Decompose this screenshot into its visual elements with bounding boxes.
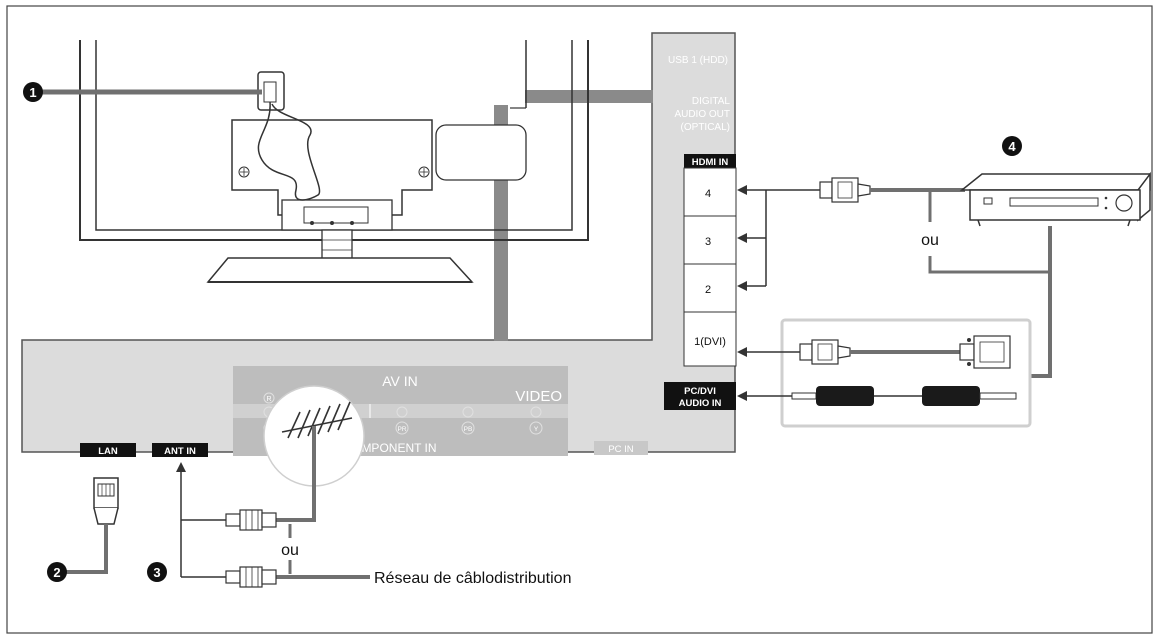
optical-line2: AUDIO OUT bbox=[674, 109, 730, 120]
video-text: VIDEO bbox=[515, 388, 562, 405]
cable-network-label: Réseau de câblodistribution bbox=[374, 570, 571, 587]
ou-label-top: ou bbox=[921, 232, 939, 249]
hdmi-in-text: HDMI IN bbox=[692, 157, 729, 168]
video-device bbox=[959, 171, 1151, 227]
marker-1-text: 1 bbox=[29, 85, 36, 100]
arrow-left-icon bbox=[737, 391, 747, 401]
marker-4-text: 4 bbox=[1008, 139, 1016, 154]
hdmi-port-4 bbox=[683, 167, 737, 217]
jack-icon bbox=[263, 392, 275, 404]
jack-icon bbox=[461, 421, 475, 435]
audio-cable bbox=[791, 386, 1017, 406]
marker-3-text: 3 bbox=[153, 565, 160, 580]
hdmi-connector bbox=[819, 177, 871, 203]
stand-bracket-inner bbox=[303, 206, 369, 224]
coax-connector-bottom bbox=[225, 566, 277, 588]
ou-dash-right-bottom bbox=[928, 256, 1050, 274]
comp-pb-text: PB bbox=[464, 426, 473, 433]
device-knob-icon bbox=[1115, 194, 1133, 212]
pc-in-label-bg bbox=[594, 441, 648, 455]
arrow-left-icon bbox=[737, 185, 747, 195]
screw-icon bbox=[418, 166, 430, 178]
ant-in-label: ANT IN bbox=[164, 446, 196, 457]
device-power-icon bbox=[983, 197, 993, 205]
usb-port-text: USB 1 (HDD) bbox=[668, 55, 728, 66]
stand-base bbox=[206, 257, 474, 283]
ant-in-label-bg bbox=[152, 443, 208, 457]
stand-mount-plate bbox=[231, 119, 433, 216]
optical-line3: (OPTICAL) bbox=[681, 122, 730, 133]
lan-wire bbox=[66, 524, 108, 574]
device-top bbox=[959, 173, 1151, 191]
lan-label-bg bbox=[80, 443, 136, 457]
ou-label-bottom: ou bbox=[281, 542, 299, 559]
hdmi-1-text: 1(DVI) bbox=[694, 336, 726, 348]
power-cord bbox=[257, 101, 321, 201]
jack-icon bbox=[395, 421, 409, 435]
screw-icon bbox=[238, 166, 250, 178]
coax-connector-top bbox=[225, 509, 277, 531]
optical-line1: DIGITAL bbox=[692, 96, 731, 107]
comp-pr-text: PR bbox=[397, 426, 406, 433]
arrow-left-icon bbox=[737, 347, 747, 357]
lan-label: LAN bbox=[98, 446, 118, 457]
pc-in-label: PC IN bbox=[608, 444, 633, 455]
arrow-up-icon bbox=[176, 462, 186, 472]
tv-back-panel bbox=[21, 32, 736, 453]
marker-1 bbox=[23, 82, 43, 102]
pc-dvi-audio-header bbox=[664, 382, 736, 410]
dvi-connector bbox=[959, 335, 1011, 369]
arrow-left-icon bbox=[737, 281, 747, 291]
jack-icon bbox=[462, 406, 474, 418]
av-r-text: R bbox=[266, 396, 271, 403]
hdmi-port-1 bbox=[683, 311, 737, 367]
jack-icon bbox=[530, 406, 542, 418]
hdmi-in-header bbox=[684, 154, 736, 168]
hdmi-port-3 bbox=[683, 215, 737, 265]
pc-dvi-line2: AUDIO IN bbox=[679, 398, 722, 409]
hdmi-port-2 bbox=[683, 263, 737, 313]
dvi-return-wire bbox=[1030, 226, 1052, 378]
av-in-text: AV IN bbox=[382, 373, 418, 389]
lan-plug-icon bbox=[93, 477, 119, 525]
antenna-icon bbox=[281, 401, 353, 439]
marker-2 bbox=[47, 562, 67, 582]
usb-port-label: USB 1 (HDD) bbox=[668, 55, 728, 66]
jack-icon bbox=[396, 406, 408, 418]
marker-3 bbox=[147, 562, 167, 582]
hdmi-connector-dvi bbox=[799, 339, 851, 365]
antenna-wire bbox=[276, 426, 316, 522]
comp-y-text: Y bbox=[534, 426, 539, 433]
jack-icon bbox=[529, 421, 543, 435]
pc-dvi-line1: PC/DVI bbox=[684, 386, 716, 397]
tv-rear-bump bbox=[435, 124, 527, 181]
hdmi-4-text: 4 bbox=[705, 188, 711, 200]
hdmi-3-text: 3 bbox=[705, 236, 711, 248]
hdmi-2-text: 2 bbox=[705, 284, 711, 296]
arrow-left-icon bbox=[737, 233, 747, 243]
marker-4 bbox=[1002, 136, 1022, 156]
optical-port-label: DIGITAL AUDIO OUT (OPTICAL) bbox=[674, 96, 730, 133]
component-in-text: COMPONENT IN bbox=[343, 441, 436, 455]
marker-2-text: 2 bbox=[53, 565, 60, 580]
